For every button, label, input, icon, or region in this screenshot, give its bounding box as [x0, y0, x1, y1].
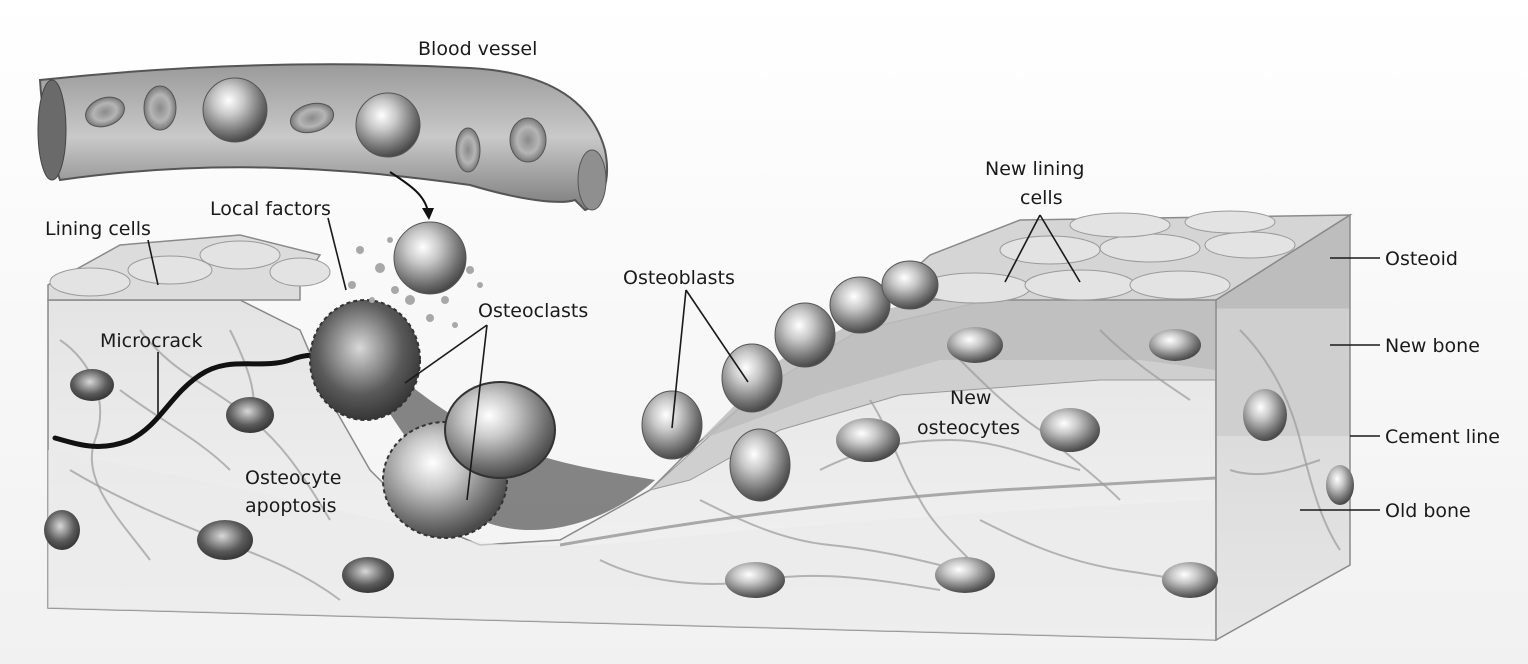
monocyte: [394, 222, 466, 294]
label-new-osteocytes-line1: New: [950, 387, 991, 409]
label-new-lining-cells-line1: New lining: [985, 158, 1084, 180]
label-osteocyte-apoptosis-line1: Osteocyte: [245, 467, 341, 489]
label-osteoblasts: Osteoblasts: [623, 267, 735, 289]
label-blood-vessel: Blood vessel: [418, 38, 537, 60]
vessel-opening: [38, 80, 66, 180]
label-osteoid: Osteoid: [1385, 248, 1458, 270]
label-new-osteocytes-line2: osteocytes: [917, 417, 1020, 439]
label-osteoclasts: Osteoclasts: [478, 300, 588, 322]
label-new-bone: New bone: [1385, 335, 1480, 357]
label-cement-line: Cement line: [1385, 426, 1500, 448]
label-osteocyte-apoptosis-line2: apoptosis: [245, 495, 337, 517]
label-local-factors: Local factors: [210, 198, 331, 220]
label-microcrack: Microcrack: [100, 330, 203, 352]
vessel-end: [578, 150, 606, 210]
label-old-bone: Old bone: [1385, 500, 1471, 522]
label-new-lining-cells-line2: cells: [1020, 187, 1063, 209]
label-lining-cells: Lining cells: [45, 218, 151, 240]
